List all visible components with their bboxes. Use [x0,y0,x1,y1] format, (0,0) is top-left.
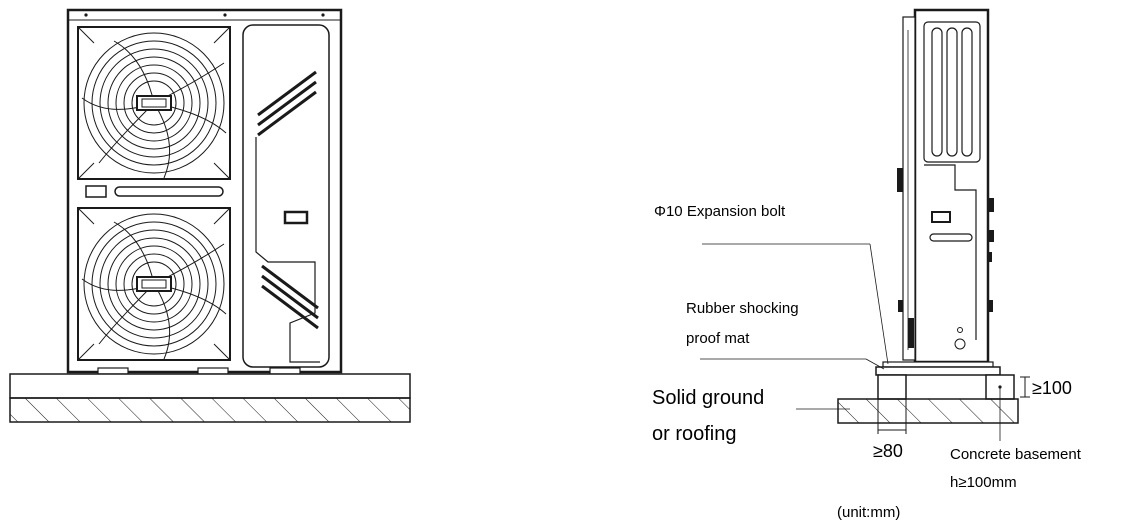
ground-slab [837,398,1019,424]
side-view-unit [897,8,994,364]
basement-label-line1: Concrete basement [950,446,1082,463]
upper-fan-icon [77,26,231,180]
rubber-mat-label-line2: proof mat [686,330,750,347]
side-mounting-base [875,361,1001,376]
front-base-slab [9,373,411,423]
min-width-label: ≥80 [873,441,903,461]
min-height-label: ≥100 [1032,378,1072,398]
ground-label-line1: Solid ground [652,387,764,409]
concrete-blocks [877,374,1015,400]
rubber-mat-label-line1: Rubber shocking [686,300,799,317]
ground-label-line2: or roofing [652,423,737,445]
lower-fan-icon [77,207,231,361]
basement-label-line2: h≥100mm [950,474,1017,491]
front-grille-slot [85,185,224,198]
front-feet [97,367,301,375]
height-dimension [1020,376,1030,398]
front-side-panel [242,24,330,368]
unit-label: (unit:mm) [837,504,900,521]
width-dimension [877,399,907,434]
expansion-bolt-label: Φ10 Expansion bolt [654,203,786,220]
leader-lines [700,243,1002,441]
